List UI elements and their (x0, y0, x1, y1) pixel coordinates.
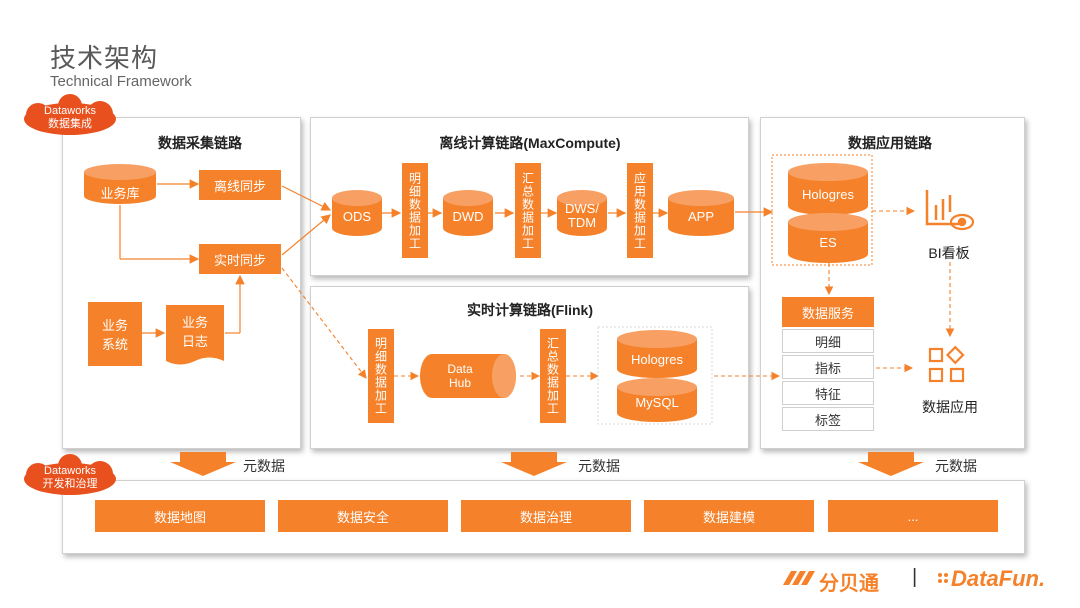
service-item-feature: 特征 (782, 381, 874, 405)
page-subtitle: Technical Framework (50, 73, 192, 90)
data-app-icon (928, 345, 965, 383)
data-app-label: 数据应用 (922, 399, 978, 415)
gov-data-governance: 数据治理 (461, 500, 631, 532)
offline-title: 离线计算链路(MaxCompute) (439, 135, 621, 151)
metadata-label-right: 元数据 (935, 458, 977, 474)
brand-separator: | (912, 566, 918, 588)
gov-data-modeling: 数据建模 (644, 500, 814, 532)
rt-hologres-cylinder: Hologres (630, 351, 684, 367)
gov-data-map: 数据地图 (95, 500, 265, 532)
summary-process-box: 汇总数据加工 (515, 163, 541, 258)
collection-title: 数据采集链路 (158, 135, 242, 151)
dwd-cylinder: DWD (452, 208, 484, 224)
cloud-line1: Dataworks (44, 465, 96, 477)
realtime-sync-box: 实时同步 (199, 244, 281, 274)
cloud-line2: 开发和治理 (42, 478, 98, 490)
rt-mysql-cylinder: MySQL (635, 394, 679, 410)
datahub-cylinder: Data Hub (447, 362, 473, 390)
business-db-cylinder: 业务库 (100, 185, 140, 201)
es-cylinder: ES (819, 234, 837, 250)
offline-sync-box: 离线同步 (199, 170, 281, 200)
dws-tdm-cylinder: DWS/ TDM (565, 201, 599, 230)
cylinder-shapes (84, 163, 868, 422)
rt-summary-process-box: 汇总数据加工 (540, 329, 566, 423)
page-title: 技术架构 (50, 43, 159, 73)
detail-process-box: 明细数据加工 (402, 163, 428, 258)
service-item-tag: 标签 (782, 407, 874, 431)
business-log-doc: 业务 日志 (181, 315, 208, 349)
datafun-logo-icon (938, 573, 948, 583)
service-item-metric: 指标 (782, 355, 874, 379)
dataworks-governance-cloud: Dataworks 开发和治理 (30, 463, 110, 493)
brand-fenbeitong: 分贝通 (819, 573, 879, 595)
app-hologres-cylinder: Hologres (801, 186, 855, 202)
app-cylinder: APP (687, 208, 714, 224)
application-title: 数据应用链路 (848, 135, 932, 151)
metadata-label-center: 元数据 (578, 458, 620, 474)
cloud-line1: Dataworks (44, 105, 96, 117)
ods-cylinder: ODS (342, 208, 372, 224)
app-process-box: 应用数据加工 (627, 163, 653, 258)
gov-data-security: 数据安全 (278, 500, 448, 532)
realtime-title: 实时计算链路(Flink) (467, 302, 593, 318)
bi-dashboard-label: BI看板 (928, 245, 970, 261)
data-service-list: 明细 指标 特征 标签 (782, 329, 874, 431)
business-system-box: 业务 系统 (88, 302, 142, 366)
service-item-detail: 明细 (782, 329, 874, 353)
gov-more: ... (828, 500, 998, 532)
fenbeitong-logo-icon (783, 571, 815, 585)
bi-chart-icon (925, 190, 975, 231)
brand-datafun: DataFun. (951, 566, 1046, 591)
rt-detail-process-box: 明细数据加工 (368, 329, 394, 423)
cloud-line2: 数据集成 (48, 118, 92, 130)
dataworks-integration-cloud: Dataworks 数据集成 (30, 103, 110, 133)
metadata-label-left: 元数据 (243, 458, 285, 474)
data-service-header: 数据服务 (782, 297, 874, 327)
